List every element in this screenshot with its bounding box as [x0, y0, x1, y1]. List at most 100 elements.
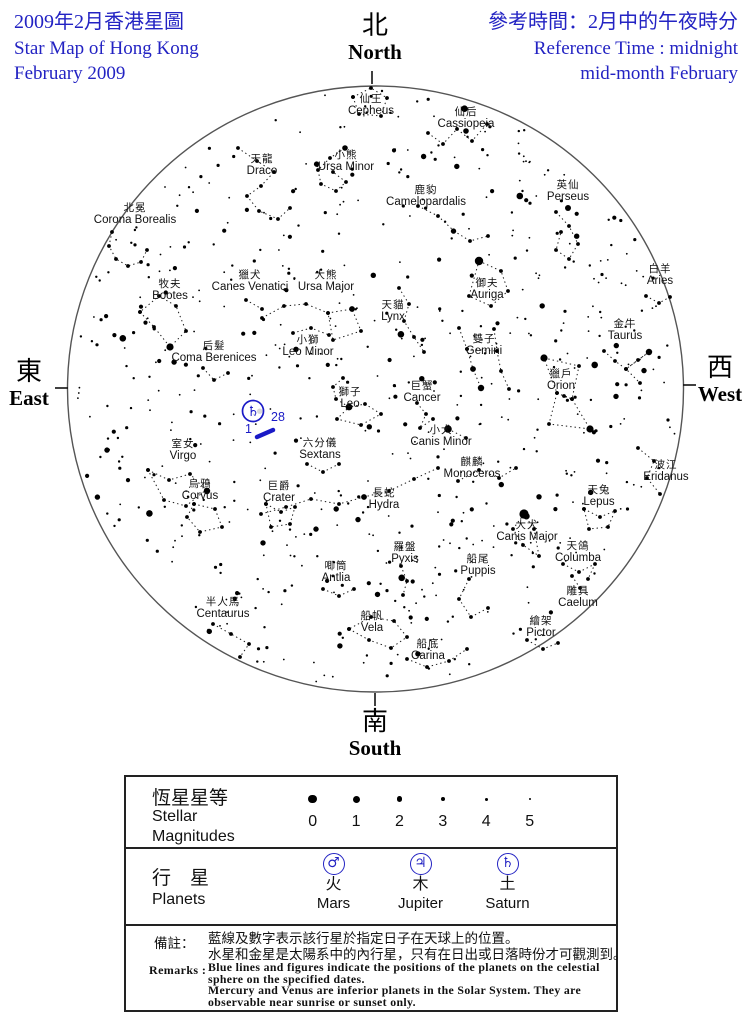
constellation-label-canis-major: Canis Major [496, 531, 558, 543]
magnitude-item: 5 [508, 785, 551, 831]
asterism-cepheus [352, 87, 388, 117]
remarks-cjk-line: 水星和金星是太陽系中的內行星，只有在日出或日落時份才可觀測到。 [208, 947, 627, 962]
reference-time-cjk: 參考時間：2月中的午夜時分 [488, 11, 738, 33]
constellation-cjk-ursa-major: 大熊 [315, 268, 338, 281]
remarks-en-text: Blue lines and figures indicate the posi… [208, 960, 600, 1009]
constellation-label-puppis: Puppis [460, 565, 495, 577]
title-cjk: 2009年2月香港星圖 [14, 11, 184, 33]
asterism-canis-minor [447, 428, 467, 439]
constellation-cjk-hydra: 長蛇 [373, 486, 396, 499]
constellation-cjk-sextans: 六分儀 [303, 436, 338, 449]
constellation-cjk-antlia: 唧筒 [325, 559, 348, 572]
constellation-cjk-carina: 船底 [417, 637, 440, 650]
constellation-cjk-corona-borealis: 北冕 [124, 202, 147, 214]
remarks-en-line: sphere on the specified dates. [208, 971, 365, 986]
constellation-cjk-canis-minor: 小犬 [430, 423, 453, 436]
bright-stars [166, 128, 653, 519]
magnitudes-label-cjk: 恆星星等 [152, 788, 229, 809]
constellation-label-lepus: Lepus [583, 496, 615, 508]
constellation-cjk-lynx: 天貓 [382, 298, 405, 311]
constellation-label-ursa-major: Ursa Major [298, 281, 354, 293]
asterism-orion-belt [556, 392, 573, 400]
constellation-cjk-monoceros: 麒麟 [461, 455, 484, 468]
constellation-cjk-centaurus: 半人馬 [206, 595, 241, 608]
planet-item-jupiter: ♃木 Jupiter [377, 853, 464, 914]
magnitude-item: 4 [465, 785, 508, 831]
compass-north-label: 北 North [330, 11, 420, 64]
asterism-crater [265, 503, 296, 528]
planet-cjk: 木 [412, 876, 429, 893]
compass-south-label: 南 South [330, 707, 420, 760]
legend-divider [126, 924, 616, 926]
constellation-label-canes-venatici: Canes Venatici [212, 281, 289, 293]
remarks-en-line: Blue lines and figures indicate the posi… [208, 960, 600, 974]
magnitudes-label-en: Stellar [152, 808, 198, 825]
jupiter-symbol-icon: ♃ [409, 853, 432, 875]
constellation-label-gemini: Gemini [466, 345, 502, 357]
asterism-columba [562, 562, 597, 580]
constellation-label-carina: Carina [411, 650, 445, 662]
asterism-aries [645, 295, 671, 304]
constellation-label-leo-minor: Leo Minor [282, 346, 333, 358]
magnitude-value: 0 [308, 813, 318, 830]
magnitude-dot [484, 797, 488, 801]
magnitude-value: 3 [438, 813, 448, 830]
constellation-cjk-crater: 巨爵 [268, 479, 291, 492]
constellation-label-perseus: Perseus [547, 191, 589, 203]
planet-en: Jupiter [397, 895, 444, 912]
constellation-cjk-cepheus: 仙王 [360, 92, 383, 105]
planets-label-en: Planets [152, 891, 206, 908]
magnitude-dot [440, 796, 445, 802]
constellation-label-coma-berenices: Coma Berenices [171, 352, 256, 364]
planets-label-cjk: 行 星 [152, 868, 210, 889]
magnitude-value: 2 [395, 813, 404, 830]
remarks-label-en: Remarks : [149, 963, 207, 977]
remarks-en-line: observable near sunrise or sunset only. [208, 994, 416, 1009]
saturn-path-segment [254, 427, 276, 440]
constellation-label-pyxis: Pyxis [391, 553, 419, 565]
saturn-symbol-icon: ♄ [496, 853, 519, 875]
legend-divider [126, 847, 616, 849]
constellation-cjk-aries: 白羊 [649, 262, 672, 275]
asterism-corvus [186, 503, 223, 533]
constellation-cjk-puppis: 船尾 [467, 552, 490, 565]
constellation-cjk-pictor: 繪架 [530, 614, 553, 627]
title-block-left: 2009年2月香港星圖 Star Map of Hong Kong Februa… [14, 9, 199, 86]
constellation-label-leo: Leo [340, 398, 359, 410]
east-cjk: 東 [15, 357, 42, 386]
constellation-label-sextans: Sextans [299, 449, 341, 461]
constellation-label-crater: Crater [263, 492, 295, 504]
asterism-gemini-castor [458, 327, 482, 389]
asterism-puppis [458, 578, 489, 618]
constellation-label-taurus: Taurus [608, 330, 643, 342]
constellation-cjk-perseus: 英仙 [557, 178, 580, 191]
constellation-cjk-taurus: 金牛 [614, 317, 637, 330]
asterism-draco [237, 147, 291, 220]
west-cjk: 西 [706, 353, 733, 382]
constellation-cjk-vela: 船帆 [361, 609, 384, 622]
constellation-cjk-pyxis: 羅盤 [394, 540, 417, 553]
magnitude-item: 1 [334, 785, 377, 831]
compass-west-label: 西 West [690, 353, 750, 406]
saturn-date-1: 1 [245, 422, 252, 436]
constellation-label-pictor: Pictor [526, 627, 556, 639]
constellation-cjk-auriga: 御夫 [476, 276, 499, 289]
title-date: February 2009 [14, 62, 126, 84]
constellation-label-vela: Vela [361, 622, 384, 634]
asterism-canes-venatici [245, 299, 263, 310]
planet-en: Saturn [485, 895, 530, 912]
constellation-cjk-columba: 天鴿 [567, 539, 590, 552]
saturn-date-28: 28 [271, 410, 285, 424]
constellation-label-ursa-minor: Ursa Minor [318, 161, 374, 173]
constellation-label-cancer: Cancer [403, 392, 440, 404]
constellation-cjk-cancer: 巨蟹 [411, 379, 434, 392]
mars-symbol-icon: ♂ [322, 853, 345, 875]
east-en: East [9, 386, 49, 411]
